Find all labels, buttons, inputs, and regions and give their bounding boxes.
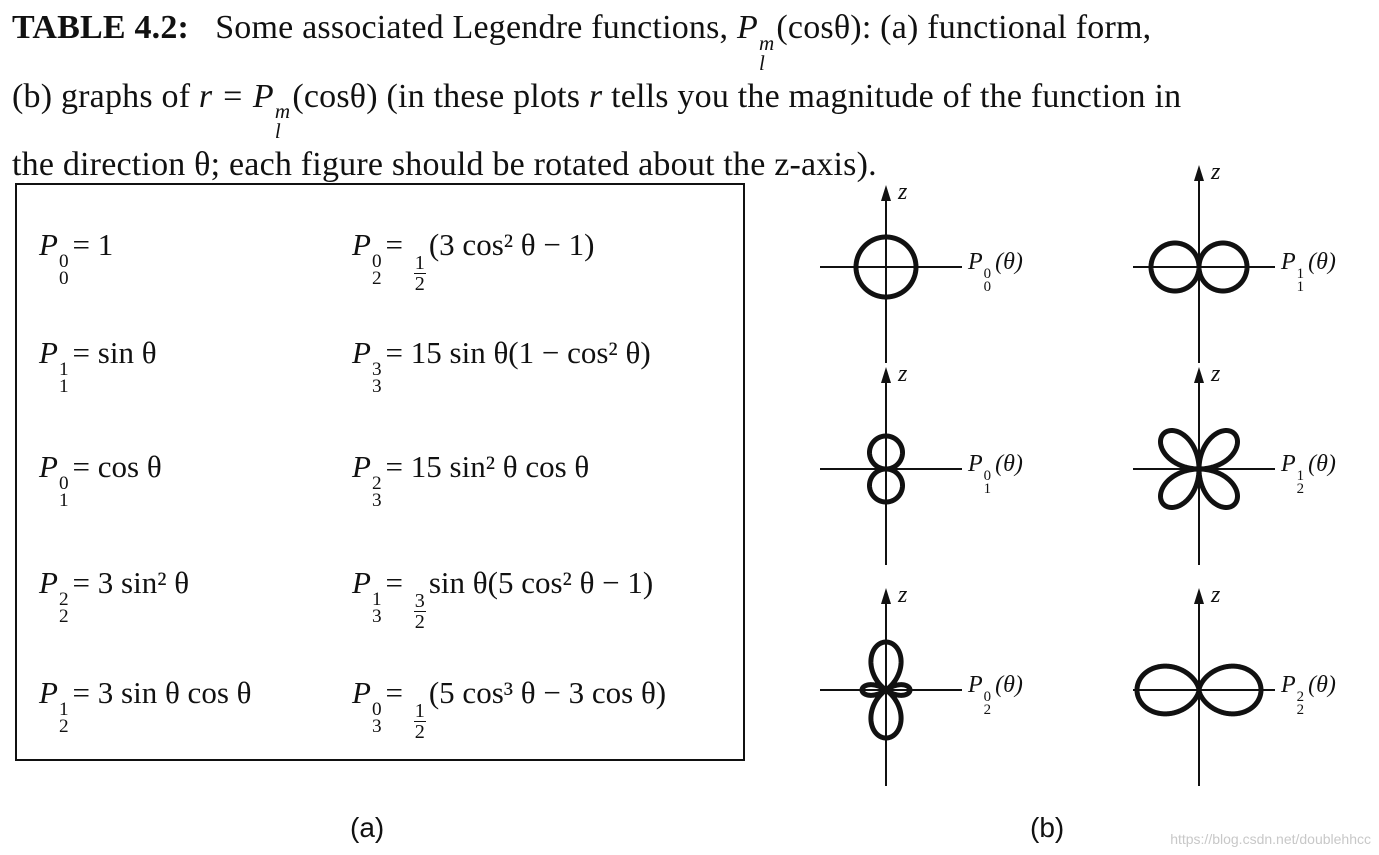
plot-P11	[1133, 165, 1275, 363]
z-axis-label: z	[1211, 361, 1221, 387]
z-axis-arrow	[1194, 165, 1204, 181]
z-axis-arrow	[1194, 588, 1204, 604]
plot-P10	[820, 367, 962, 565]
z-axis-label: z	[1211, 159, 1221, 185]
z-axis-arrow	[1194, 367, 1204, 383]
z-axis-label: z	[898, 361, 908, 387]
polar-curve	[1134, 663, 1264, 717]
watermark: https://blog.csdn.net/doublehhcc	[1170, 831, 1371, 847]
table-number: TABLE 4.2:	[12, 9, 190, 46]
plot-P21	[1133, 367, 1275, 565]
table-caption: TABLE 4.2: Some associated Legendre func…	[12, 4, 1372, 189]
z-axis-label: z	[1211, 582, 1221, 608]
plot-P20	[820, 588, 962, 786]
polar-curve	[853, 234, 919, 300]
caption-line-3: the direction θ; each figure should be r…	[12, 146, 877, 184]
sub-label-b: (b)	[1030, 812, 1065, 843]
polar-curve	[1158, 428, 1240, 510]
z-axis-arrow	[881, 588, 891, 604]
z-axis-arrow	[881, 185, 891, 201]
polar-curve	[859, 639, 913, 741]
z-axis-label: z	[898, 179, 908, 205]
polar-curve	[867, 433, 905, 505]
caption-line-1: TABLE 4.2: Some associated Legendre func…	[12, 9, 1152, 75]
plot-P22	[1133, 588, 1275, 786]
polar-curve	[1148, 240, 1250, 294]
z-axis-arrow	[881, 367, 891, 383]
plot-P00	[820, 185, 962, 363]
z-axis-label: z	[898, 582, 908, 608]
sub-label-a: (a)	[350, 812, 385, 843]
